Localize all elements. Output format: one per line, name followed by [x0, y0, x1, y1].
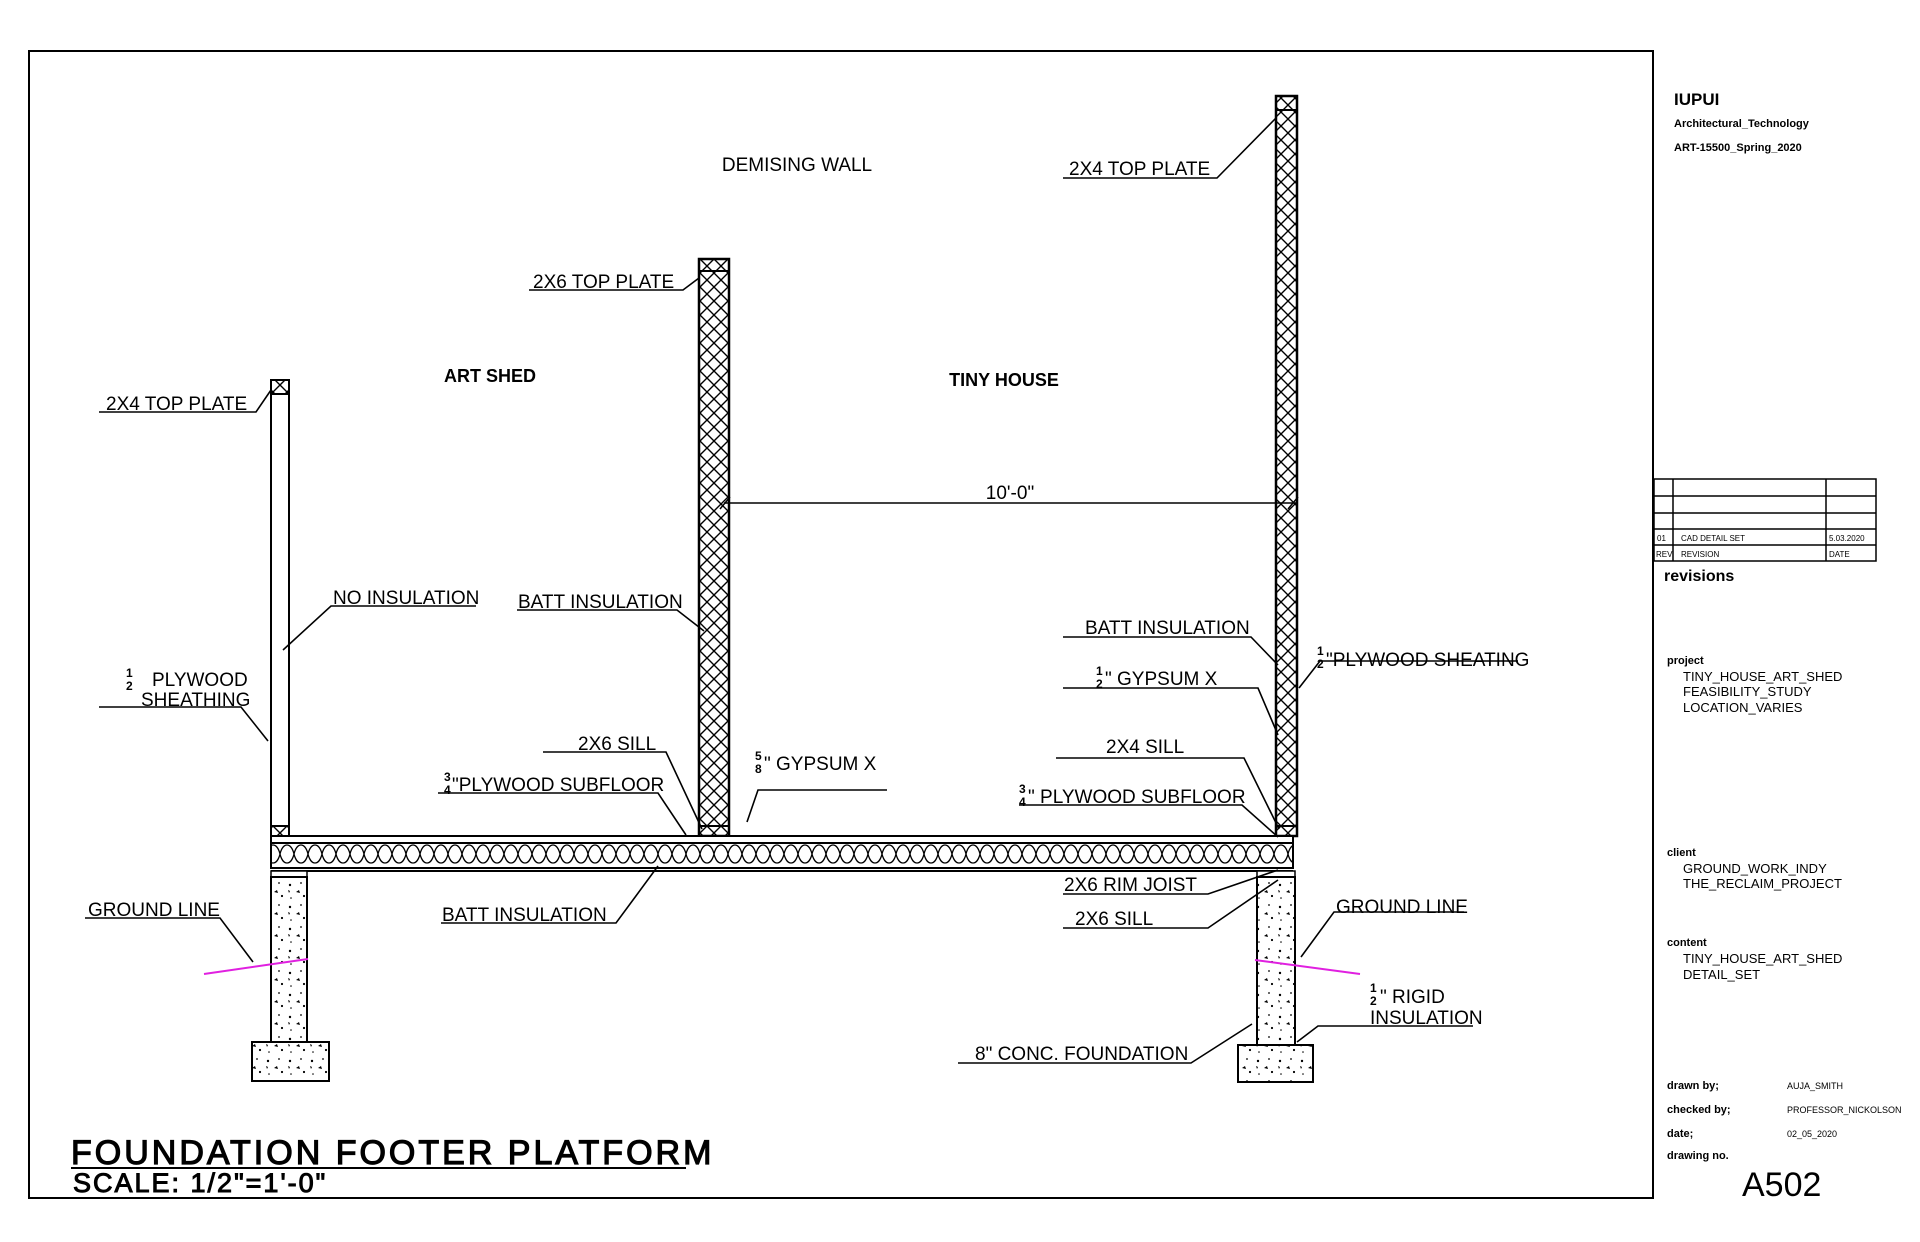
date-label: date;	[1667, 1128, 1693, 1140]
rim-joist-label: 2X6 RIM JOIST	[1064, 875, 1197, 896]
left-sill	[270, 825, 290, 837]
three-quarter-num-1: 3	[444, 770, 451, 784]
dimension-text: 10'-0"	[986, 483, 1034, 504]
sill-right-label: 2X4 SILL	[1106, 737, 1184, 758]
callout-labels: 2X4 TOP PLATE NO INSULATION 1 2 PLYWOOD …	[88, 159, 1529, 1065]
tb-course: ART-15500_Spring_2020	[1674, 142, 1802, 154]
mid-top-plate-label: 2X6 TOP PLATE	[533, 272, 674, 293]
content-line-2: DETAIL_SET	[1683, 967, 1760, 982]
rigid-label-line1: " RIGID	[1380, 987, 1445, 1008]
right-wall	[1274, 94, 1299, 838]
right-ground-line	[1254, 959, 1361, 975]
sill-mid-label: 2X6 SILL	[578, 734, 656, 755]
rev-row1-num: 01	[1657, 534, 1666, 543]
half-num-1: 1	[126, 666, 133, 680]
left-wall-body	[270, 393, 290, 827]
left-top-plate	[270, 379, 290, 395]
date-value: 02_05_2020	[1787, 1129, 1837, 1139]
batt-insulation-floor-label: BATT INSULATION	[442, 905, 607, 926]
checked-by-label: checked by;	[1667, 1104, 1731, 1116]
client-line-1: GROUND_WORK_INDY	[1683, 861, 1827, 876]
drawing-scale: SCALE: 1/2"=1'-0"	[73, 1168, 327, 1198]
right-wall-body	[1274, 94, 1299, 838]
half-den-3: 2	[1317, 657, 1324, 671]
plywood-sheathing-line1: PLYWOOD	[152, 670, 248, 691]
client-label: client	[1667, 847, 1696, 859]
rev-row2-num: REV	[1656, 550, 1673, 559]
half-num-3: 1	[1317, 644, 1324, 658]
half-den-1: 2	[126, 679, 133, 693]
demising-wall-label: DEMISING WALL	[722, 155, 872, 176]
tb-program: Architectural_Technology	[1674, 118, 1810, 130]
gypsum-right-label: " GYPSUM X	[1105, 669, 1218, 690]
left-ground-line	[203, 958, 309, 975]
batt-insulation-right-label: BATT INSULATION	[1085, 618, 1250, 639]
foundation-label: 8" CONC. FOUNDATION	[975, 1044, 1188, 1065]
rev-row2-desc: REVISION	[1681, 550, 1719, 559]
drawing-title-block: FOUNDATION FOOTER PLATFORM SCALE: 1/2"=1…	[70, 1133, 714, 1198]
project-line-1: TINY_HOUSE_ART_SHED	[1683, 669, 1842, 684]
three-quarter-num-2: 3	[1019, 782, 1026, 796]
half-den-4: 2	[1370, 994, 1377, 1008]
right-foundation	[1237, 870, 1361, 1083]
rigid-label-line2: INSULATION	[1370, 1008, 1483, 1029]
three-quarter-den-2: 4	[1019, 795, 1026, 809]
floor-assembly	[270, 835, 1294, 872]
left-top-plate-label: 2X4 TOP PLATE	[106, 394, 247, 415]
drawing-no-label: drawing no.	[1667, 1150, 1729, 1162]
plywood-sheating-right-label: "PLYWOOD SHEATING	[1326, 650, 1529, 671]
plywood-subfloor-right-label: " PLYWOOD SUBFLOOR	[1028, 787, 1246, 808]
floor-subfloor	[270, 835, 1294, 844]
sill-bottom-label: 2X6 SILL	[1075, 909, 1153, 930]
drawn-by-label: drawn by;	[1667, 1080, 1719, 1092]
content-line-1: TINY_HOUSE_ART_SHED	[1683, 951, 1842, 966]
drawing-title: FOUNDATION FOOTER PLATFORM	[71, 1134, 714, 1172]
five-eighth-den: 8	[755, 762, 762, 776]
dimension-line: 10'-0"	[719, 483, 1299, 510]
project-line-2: FEASIBILITY_STUDY	[1683, 684, 1812, 699]
tiny-house-label: TINY HOUSE	[949, 370, 1059, 390]
revisions-table	[1653, 478, 1877, 562]
left-wall	[270, 379, 290, 837]
five-eighth-num: 5	[755, 749, 762, 763]
floor-insulation	[270, 842, 1294, 869]
client-line-2: THE_RECLAIM_PROJECT	[1683, 876, 1842, 891]
ground-line-left-label: GROUND LINE	[88, 900, 220, 921]
rev-row1-desc: CAD DETAIL SET	[1681, 534, 1745, 543]
half-num-2: 1	[1096, 664, 1103, 678]
demising-wall-body	[697, 257, 731, 838]
half-den-2: 2	[1096, 677, 1103, 691]
tb-school: IUPUI	[1674, 90, 1719, 109]
left-footing	[251, 1041, 330, 1082]
half-num-4: 1	[1370, 981, 1377, 995]
left-foundation	[203, 870, 330, 1082]
gypsum-mid-label: " GYPSUM X	[764, 754, 877, 775]
ground-line-right-label: GROUND LINE	[1336, 897, 1468, 918]
demising-wall	[697, 257, 731, 838]
checked-by-value: PROFESSOR_NICKOLSON	[1787, 1105, 1902, 1115]
project-label: project	[1667, 655, 1704, 667]
title-block: IUPUI Architectural_Technology ART-15500…	[1653, 90, 1902, 1204]
rev-row1-date: 5.03.2020	[1829, 534, 1865, 543]
plywood-sheathing-line2: SHEATHING	[141, 690, 250, 711]
sheet-border	[28, 50, 1654, 1199]
rev-row2-date: DATE	[1829, 550, 1850, 559]
plywood-subfloor-left-label: "PLYWOOD SUBFLOOR	[452, 775, 664, 796]
drawn-by-value: AUJA_SMITH	[1787, 1081, 1843, 1091]
three-quarter-den-1: 4	[444, 783, 451, 797]
right-top-plate-label: 2X4 TOP PLATE	[1069, 159, 1210, 180]
batt-insulation-mid-label: BATT INSULATION	[518, 592, 683, 613]
content-label: content	[1667, 937, 1707, 949]
project-line-3: LOCATION_VARIES	[1683, 700, 1803, 715]
no-insulation-label: NO INSULATION	[333, 588, 479, 609]
leader-lines	[85, 117, 1518, 1064]
right-footing	[1237, 1044, 1314, 1083]
drawing-no-value: A502	[1742, 1166, 1821, 1204]
revisions-label: revisions	[1664, 568, 1734, 585]
art-shed-label: ART SHED	[444, 366, 536, 386]
